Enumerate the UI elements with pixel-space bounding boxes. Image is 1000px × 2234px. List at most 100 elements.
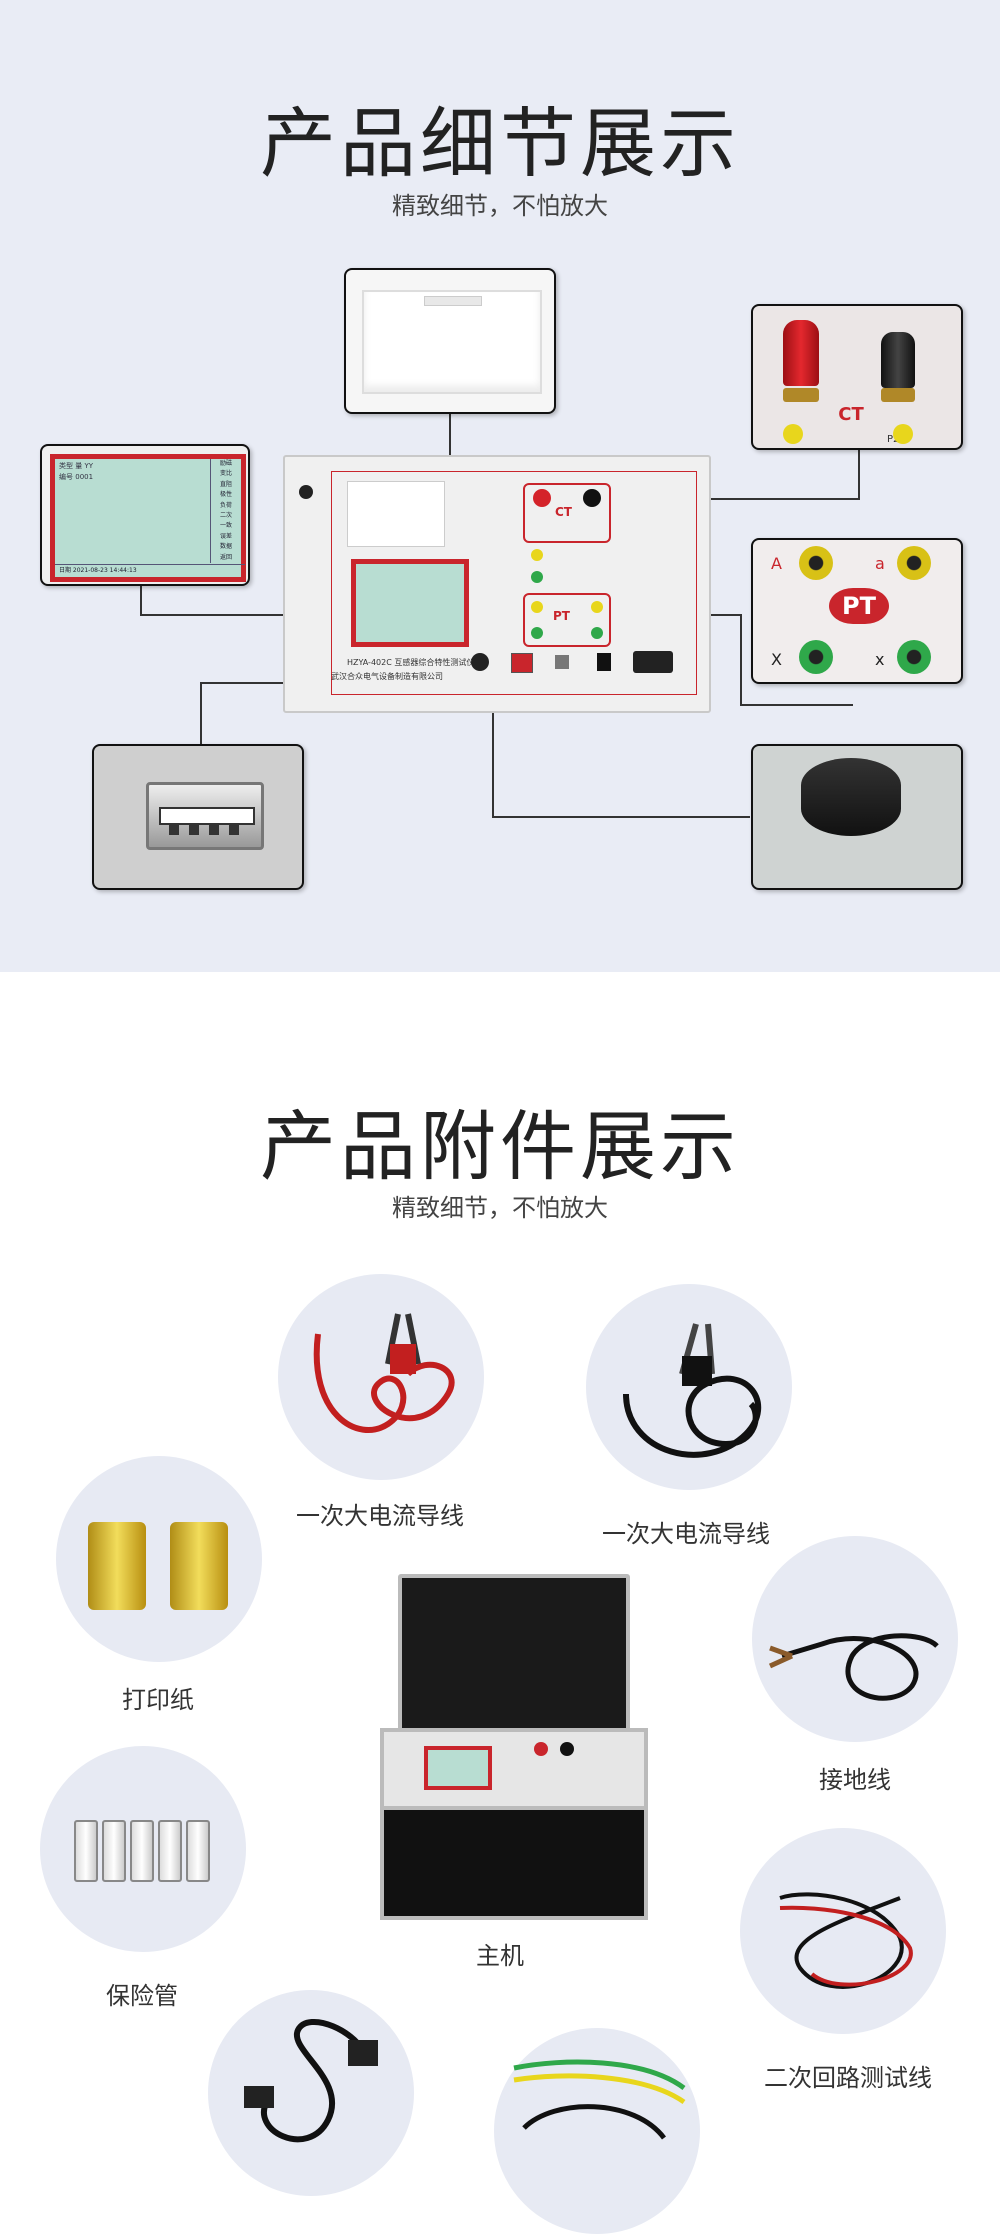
panel-model-line: HZYA-402C 互感器综合特性测试仪 bbox=[347, 658, 475, 667]
pt-red-shape bbox=[829, 588, 889, 624]
fuse bbox=[130, 1820, 154, 1882]
lcd-cell-number: 编号 bbox=[59, 473, 73, 481]
lcd-menu-item: 一致 bbox=[219, 522, 232, 530]
paper-roll bbox=[170, 1522, 228, 1610]
lcd-screen: 类型 量 YY 编号 0001 励磁 变比 直阻 极性 负荷 二次 一致 误差 … bbox=[50, 454, 246, 582]
panel-pt-jack bbox=[591, 601, 603, 613]
connector-usb-h bbox=[200, 682, 338, 684]
accessory-label: 打印纸 bbox=[122, 1686, 194, 1714]
fuse bbox=[186, 1820, 210, 1882]
ground-terminal bbox=[299, 485, 313, 499]
knob-closeup-card bbox=[751, 744, 963, 890]
lcd-cell-number-value: 0001 bbox=[75, 473, 94, 481]
pt-a-upper-label: A bbox=[771, 554, 782, 573]
accessory-label: 主机 bbox=[476, 1942, 524, 1970]
fuse bbox=[158, 1820, 182, 1882]
case-black-terminal bbox=[560, 1742, 574, 1756]
panel-pt-jack bbox=[531, 601, 543, 613]
black-lead-image bbox=[623, 1323, 762, 1458]
lcd-menu-item: 返回 bbox=[219, 553, 232, 561]
accessory-label: 二次回路测试线 bbox=[764, 2064, 932, 2092]
pt-x-upper-label: X bbox=[771, 650, 782, 669]
fuse bbox=[74, 1820, 98, 1882]
connector-knob-v bbox=[492, 704, 494, 818]
pt-green-terminal-left bbox=[799, 640, 833, 674]
panel-usb bbox=[555, 655, 569, 669]
connector-ct-h bbox=[602, 498, 860, 500]
black-terminal-base bbox=[881, 388, 915, 402]
panel-pt-jack bbox=[591, 627, 603, 639]
panel-pt-block: PT bbox=[523, 593, 611, 647]
panel-printer bbox=[347, 481, 445, 547]
secondary-leads-image bbox=[779, 1892, 913, 1989]
usb-tongue bbox=[159, 807, 255, 825]
lcd-cell-type: 类型 bbox=[59, 462, 73, 470]
connector-ct-v bbox=[858, 448, 860, 500]
panel-company-line: 武汉合众电气设备制造有限公司 bbox=[331, 672, 443, 681]
fuse-circle bbox=[40, 1746, 246, 1952]
accessory-title: 产品附件展示 bbox=[260, 1102, 740, 1191]
panel-ct-block: CT bbox=[523, 483, 611, 543]
printer-paper-circle bbox=[56, 1456, 262, 1662]
usb-closeup-card bbox=[92, 744, 304, 890]
accessory-label: 保险管 bbox=[106, 1982, 178, 2010]
main-unit-image bbox=[380, 1574, 648, 1920]
lcd-closeup-card: 类型 量 YY 编号 0001 励磁 变比 直阻 极性 负荷 二次 一致 误差 … bbox=[40, 444, 250, 586]
panel-pt-jack bbox=[531, 627, 543, 639]
pt-yellow-terminal-right bbox=[897, 546, 931, 580]
panel-yellow-jack bbox=[531, 549, 543, 561]
connector-lcd-h bbox=[140, 614, 358, 616]
usb-pin bbox=[169, 825, 179, 835]
panel-pt-label: PT bbox=[553, 609, 570, 623]
knob bbox=[801, 758, 901, 836]
connector-usb-v bbox=[200, 682, 202, 744]
accessory-subtitle: 精致细节，不怕放大 bbox=[392, 1194, 608, 1222]
panel-green-jack bbox=[531, 571, 543, 583]
case-body bbox=[380, 1806, 648, 1920]
red-terminal-knob bbox=[783, 320, 819, 386]
lcd-cell-amount: 量 bbox=[75, 462, 83, 470]
panel-ct-red-post bbox=[533, 489, 551, 507]
panel-lcd bbox=[351, 559, 469, 647]
usb-pin bbox=[229, 825, 239, 835]
connector-pt-v bbox=[740, 614, 742, 706]
lcd-menu-item: 负荷 bbox=[219, 501, 232, 509]
case-panel bbox=[380, 1728, 648, 1816]
red-terminal-base bbox=[783, 388, 819, 402]
ct-closeup-card: CT P1 P2 bbox=[751, 304, 963, 450]
detail-subtitle: 精致细节，不怕放大 bbox=[392, 192, 608, 220]
accessory-label: 一次大电流导线 bbox=[602, 1520, 770, 1548]
panel-knob bbox=[471, 653, 489, 671]
ground-wire-circle bbox=[752, 1536, 958, 1742]
accessory-label: 一次大电流导线 bbox=[296, 1502, 464, 1530]
lcd-cell-yy: YY bbox=[84, 462, 94, 470]
panel-print-switch bbox=[597, 653, 611, 671]
lcd-header-row: 类型 量 YY bbox=[59, 461, 93, 471]
connector-knob-h bbox=[492, 816, 750, 818]
connector-lcd-v bbox=[140, 584, 142, 616]
panel-ct-black-post bbox=[583, 489, 601, 507]
case-lcd bbox=[424, 1746, 492, 1790]
lcd-menu: 励磁 变比 直阻 极性 负荷 二次 一致 误差 数据 返回 bbox=[210, 459, 241, 563]
usb-pin bbox=[189, 825, 199, 835]
lcd-row2: 编号 0001 bbox=[59, 472, 93, 482]
color-leads-circle bbox=[494, 2028, 700, 2234]
lcd-menu-item: 极性 bbox=[219, 491, 232, 499]
printer-closeup-card bbox=[344, 268, 556, 414]
red-lead-circle bbox=[278, 1274, 484, 1480]
printer-slot bbox=[424, 296, 482, 306]
lcd-status-line: 日期 2021-08-23 14:44:13 bbox=[55, 564, 245, 577]
ground-wire-image bbox=[768, 1633, 939, 1701]
lcd-menu-item: 二次 bbox=[219, 512, 232, 520]
case-lid bbox=[398, 1574, 630, 1732]
panel-ct-label: CT bbox=[555, 505, 572, 519]
fuse bbox=[102, 1820, 126, 1882]
pt-x-lower-label: x bbox=[875, 650, 885, 669]
ct-yellow-terminal bbox=[783, 424, 803, 444]
instrument-panel: HZYA-402C 互感器综合特性测试仪 武汉合众电气设备制造有限公司 CT P… bbox=[283, 455, 711, 713]
detail-section: 产品细节展示 精致细节，不怕放大 类型 量 YY 编号 0001 励磁 bbox=[0, 0, 1000, 972]
power-cord-image bbox=[244, 2018, 378, 2143]
usb-port bbox=[146, 782, 264, 850]
red-lead-image bbox=[313, 1313, 455, 1433]
case-red-terminal bbox=[534, 1742, 548, 1756]
